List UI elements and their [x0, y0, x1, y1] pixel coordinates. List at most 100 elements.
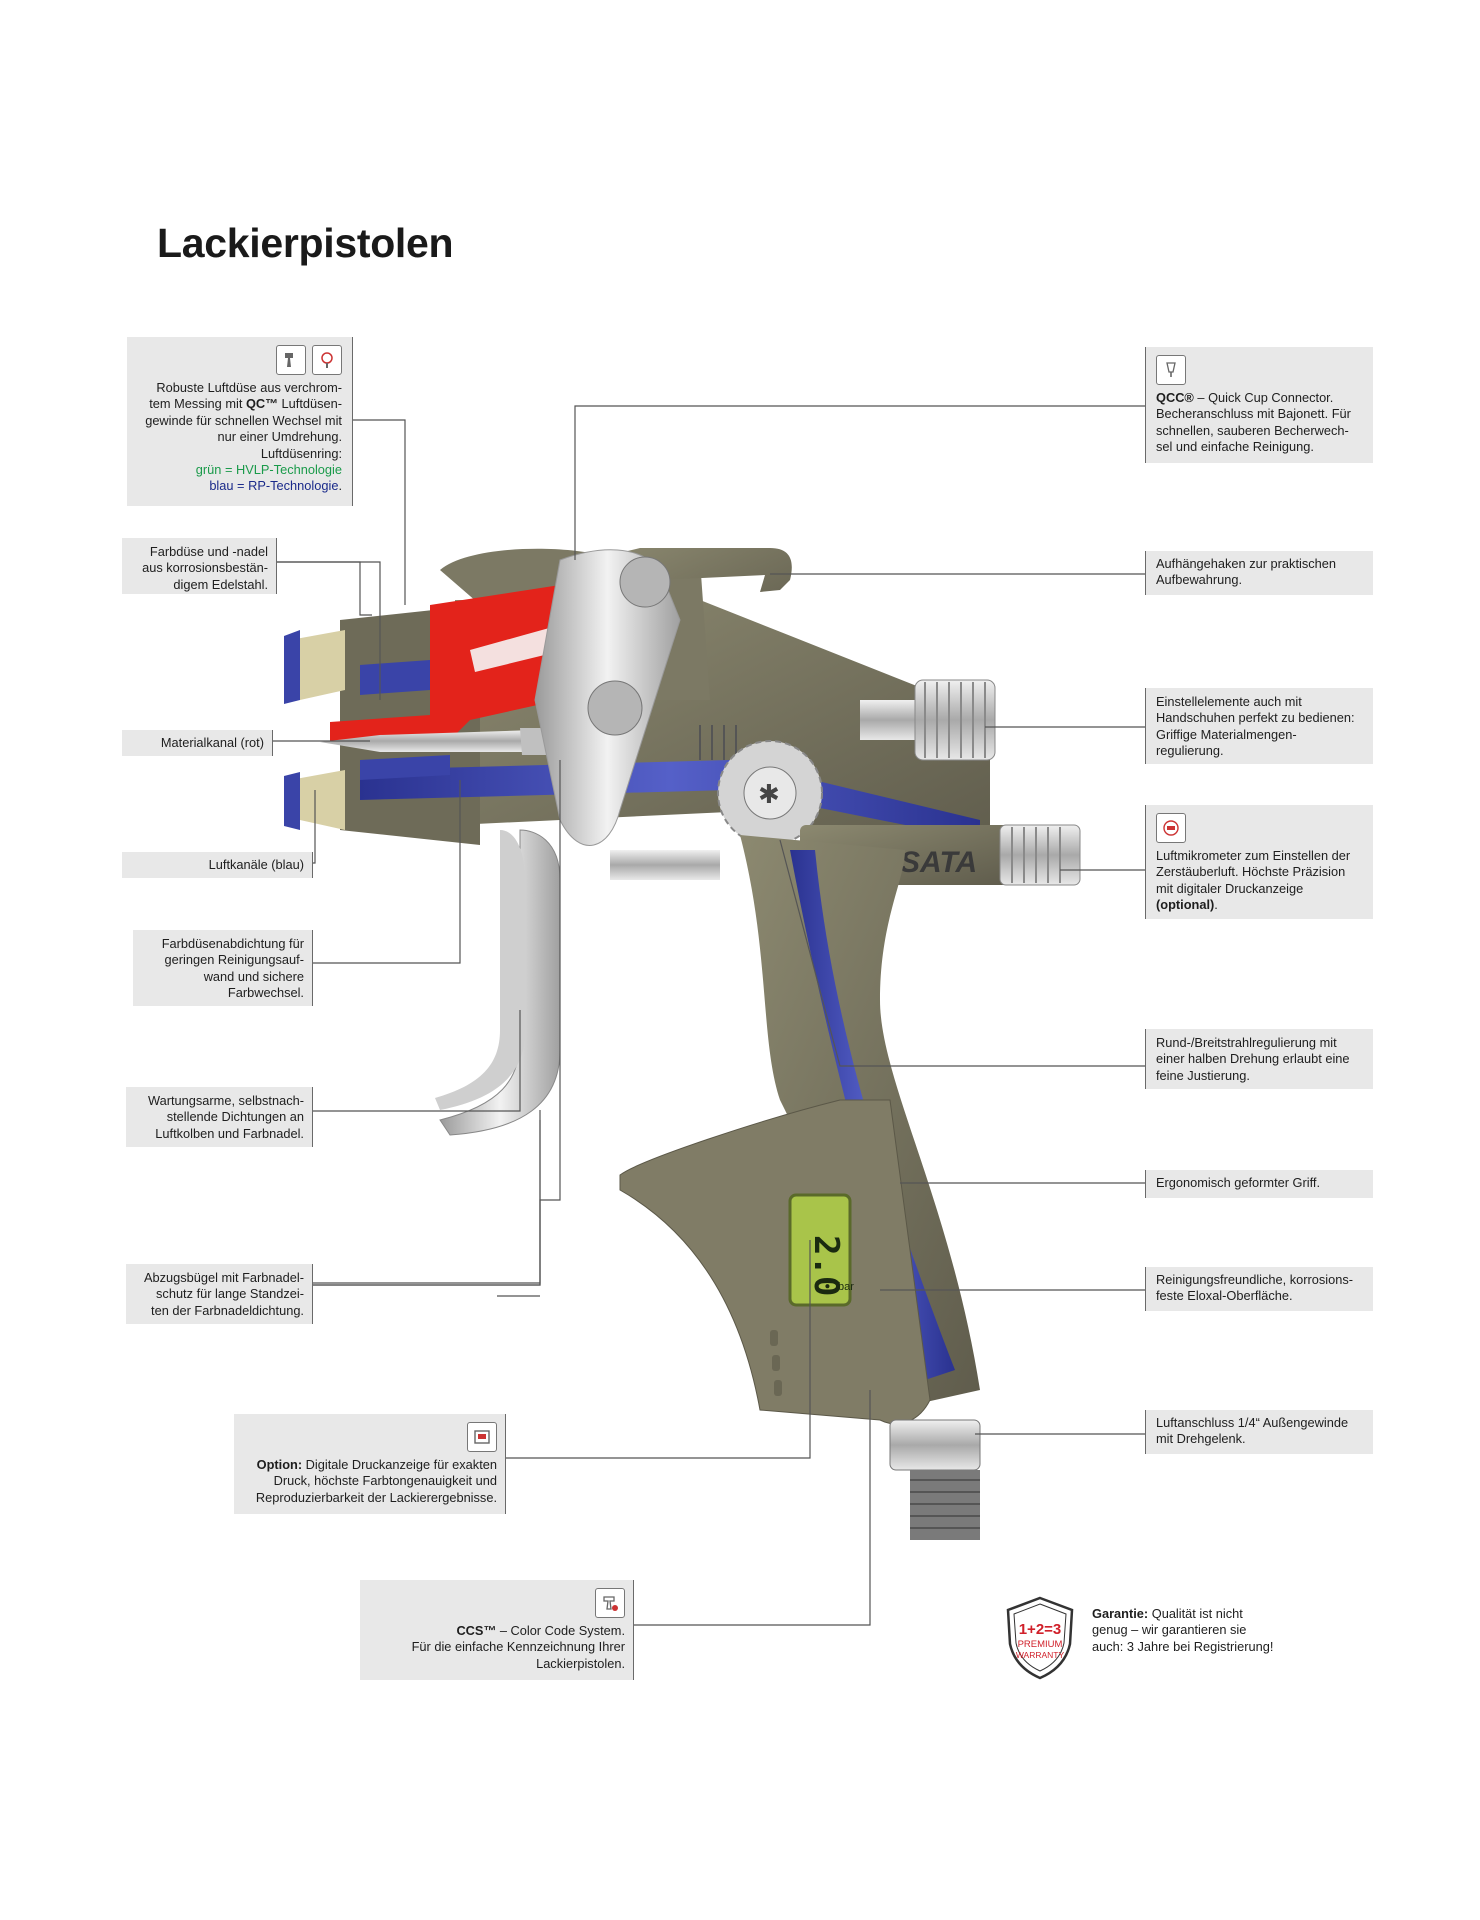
warranty-bold: Garantie:	[1092, 1606, 1149, 1621]
warranty-text: Garantie: Qualität ist nicht genug – wir…	[1092, 1606, 1302, 1655]
fluid-needle	[320, 730, 540, 752]
callout-text-line: mit Drehgelenk.	[1156, 1431, 1246, 1447]
callout-text-line: Luftdüsenring:	[260, 445, 342, 461]
badge-top-text: 1+2=3	[1019, 1621, 1062, 1638]
callout-hvlp-text: grün = HVLP-Technologie	[195, 462, 342, 478]
callout-bold: CCS™	[456, 1623, 497, 1638]
badge-mid-text: PREMIUM	[1018, 1639, 1063, 1650]
callout-text: .	[1214, 897, 1218, 913]
callout-text-line: (optional).	[1156, 897, 1363, 913]
callout-nozzle-seal: Farbdüsenabdichtung für geringen Reinigu…	[133, 930, 313, 1006]
callout-qcc: QCC® – Quick Cup Connector. Becheranschl…	[1145, 347, 1373, 463]
callout-text-line: Ergonomisch geformter Griff.	[1156, 1175, 1321, 1190]
callout-text-line: schnellen, sauberen Becherwech-	[1156, 422, 1349, 438]
callout-rp-line: blau = RP-Technologie.	[137, 478, 342, 494]
callout-text-line: Luftanschluss 1/4“ Außengewinde	[1156, 1415, 1349, 1430]
digital-gauge-icon	[467, 1422, 497, 1452]
warranty-badge: 1+2=3 PREMIUM WARRANTY	[1006, 1596, 1074, 1680]
callout-text-line: CCS™ – Color Code System.	[368, 1623, 625, 1639]
callout-text-line: Robuste Luftdüse aus verchrom-	[156, 380, 342, 395]
digital-display	[788, 1193, 852, 1307]
callout-fluid-nozzle: Farbdüse und -nadel aus korrosionsbestän…	[122, 538, 277, 594]
warranty-text-part: Qualität ist nicht	[1148, 1606, 1243, 1621]
callout-text-line: regulierung.	[1156, 743, 1224, 759]
callout-text-line: Zerstäuberluft. Höchste Präzision	[1156, 864, 1346, 880]
badge-bot-text: WARRANTY	[1016, 1650, 1065, 1660]
warranty-line: genug – wir garantieren sie	[1092, 1622, 1247, 1638]
svg-text:✱: ✱	[758, 780, 780, 810]
trigger-pin-mid	[587, 680, 643, 736]
material-knob	[914, 679, 996, 761]
callout-color-code: CCS™ – Color Code System. Für die einfac…	[360, 1580, 634, 1680]
display-value: 2.0	[806, 1235, 846, 1296]
callout-text-line: Becheranschluss mit Bajonett. Für	[1156, 406, 1351, 422]
quick-change-icon	[312, 345, 342, 375]
callout-text-line: Einstellelemente auch mit	[1156, 694, 1302, 709]
callout-icons	[137, 345, 342, 375]
callout-icons	[242, 1422, 497, 1452]
material-channel	[330, 585, 580, 742]
callout-text-line: digem Edelstahl.	[173, 576, 268, 592]
air-piston	[610, 850, 720, 880]
callout-text-line: Handschuhen perfekt zu bedienen:	[1156, 710, 1355, 726]
callout-text-line: Materialkanal (rot)	[160, 735, 264, 750]
callout-text-line: Wartungsarme, selbstnach-	[148, 1093, 304, 1108]
callout-rp-end: .	[338, 478, 342, 494]
callout-text: – Quick Cup Connector.	[1193, 390, 1334, 405]
callout-text-line: einer halben Drehung erlaubt eine	[1156, 1051, 1350, 1067]
callout-icons	[1156, 355, 1363, 385]
callout-digital-option: Option: Digitale Druckanzeige für exakte…	[234, 1414, 506, 1514]
cup-connector-icon	[1156, 355, 1186, 385]
callout-text-line: gewinde für schnellen Wechsel mit	[145, 412, 342, 428]
callout-hook: Aufhängehaken zur praktischen Aufbewahru…	[1145, 551, 1373, 595]
callout-air-micrometer: Luftmikrometer zum Einstellen der Zerstä…	[1145, 805, 1373, 919]
callout-text-line: Reproduzierbarkeit der Lackierergebnisse…	[255, 1489, 497, 1505]
callout-text-line: ten der Farbnadeldichtung.	[151, 1302, 304, 1318]
callout-text-line: aus korrosionsbestän-	[142, 560, 268, 576]
material-knob-shaft	[860, 700, 920, 740]
callout-text: – Color Code System.	[496, 1623, 625, 1638]
callout-text-line: Reinigungsfreundliche, korrosions-	[1156, 1272, 1354, 1287]
callout-text-line: Aufhängehaken zur praktischen	[1156, 556, 1336, 571]
trigger-lever	[439, 829, 561, 1136]
callout-text-line: Farbwechsel.	[227, 985, 304, 1001]
callout-text-line: feine Justierung.	[1156, 1067, 1250, 1083]
warranty-line: Garantie: Qualität ist nicht	[1092, 1606, 1302, 1622]
callout-material-channel: Materialkanal (rot)	[122, 730, 273, 756]
callout-text-line: Option: Digitale Druckanzeige für exakte…	[242, 1457, 497, 1473]
callout-anodized-surface: Reinigungsfreundliche, korrosions- feste…	[1145, 1267, 1373, 1311]
air-channels	[360, 760, 980, 840]
color-code-icon	[595, 1588, 625, 1618]
page-title: Lackierpistolen	[157, 220, 454, 266]
callout-text-line: Für die einfache Kennzeichnung Ihrer	[411, 1639, 625, 1655]
callout-air-inlet: Luftanschluss 1/4“ Außengewinde mit Dreh…	[1145, 1410, 1373, 1454]
callout-text: Digitale Druckanzeige für exakten	[302, 1457, 497, 1472]
brand-logo: SATA	[900, 846, 977, 879]
air-micrometer-icon	[1156, 813, 1186, 843]
callout-air-nozzle: Robuste Luftdüse aus verchrom- tem Messi…	[127, 337, 353, 506]
callout-text-line: geringen Reinigungsauf-	[164, 952, 304, 968]
callout-icons	[1156, 813, 1363, 843]
spray-gun-icon	[276, 345, 306, 375]
callout-text-line: Farbdüse und -nadel	[149, 544, 268, 559]
callout-bold: QCC®	[1156, 390, 1194, 405]
callout-text-line: QCC® – Quick Cup Connector.	[1156, 390, 1363, 406]
handle-air-channel	[790, 850, 955, 1380]
callout-text-line: Farbdüsenabdichtung für	[161, 936, 304, 951]
trigger-pin-top	[619, 556, 671, 608]
callout-text-line: stellende Dichtungen an	[166, 1109, 304, 1125]
callout-seals: Wartungsarme, selbstnach- stellende Dich…	[126, 1087, 313, 1147]
callout-spray-pattern: Rund-/Breitstrahlregulierung mit einer h…	[1145, 1029, 1373, 1089]
callout-text-line: feste Eloxal-Oberfläche.	[1156, 1288, 1293, 1304]
callout-text-line: Griffige Materialmengen-	[1156, 726, 1297, 742]
callout-text-line: tem Messing mit QC™ Luftdüsen-	[149, 396, 342, 412]
warranty-line: auch: 3 Jahre bei Registrierung!	[1092, 1638, 1274, 1654]
display-unit: bar	[838, 1281, 854, 1293]
callout-text-line: mit digitaler Druckanzeige	[1156, 880, 1304, 896]
callout-text-line: Druck, höchste Farbtongenauigkeit und	[273, 1473, 497, 1489]
callout-icons	[368, 1588, 625, 1618]
callout-text-line: Luftmikrometer zum Einstellen der	[1156, 848, 1351, 863]
callout-text-line: Aufbewahrung.	[1156, 572, 1243, 588]
